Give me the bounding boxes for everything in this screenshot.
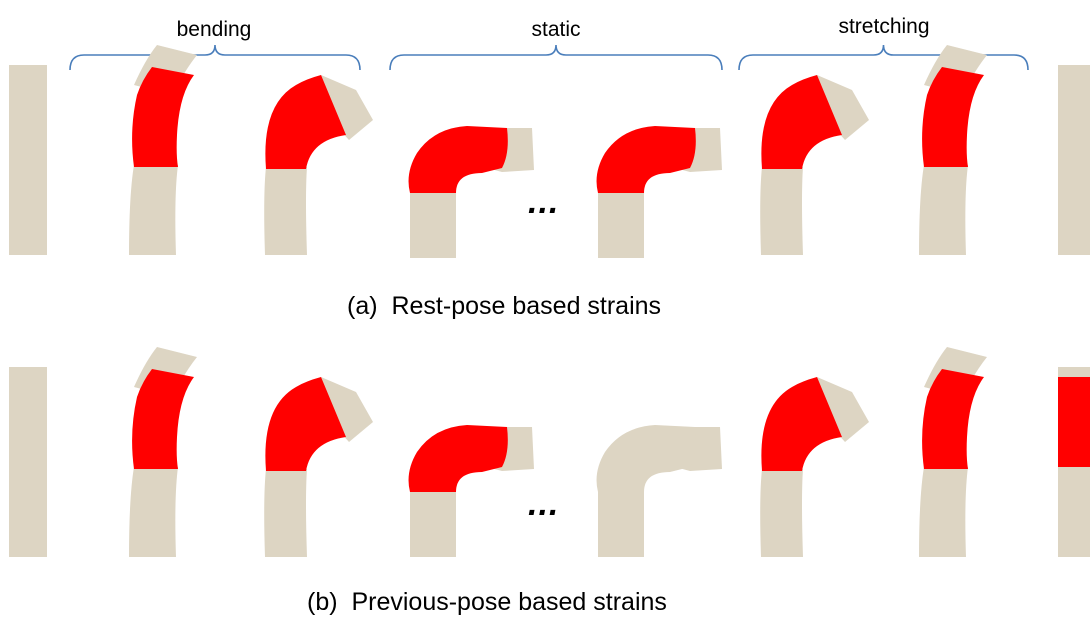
limb-lower-segment — [264, 469, 307, 557]
row-rest-pose — [9, 45, 1090, 258]
label-static: static — [531, 18, 581, 41]
previous-pose-frame-5 — [596, 425, 722, 557]
previous-pose-frame-1 — [9, 367, 47, 557]
joint-region — [596, 425, 696, 492]
limb-lower-segment — [410, 193, 456, 258]
strain-region — [408, 126, 508, 193]
strain-region — [761, 377, 842, 471]
previous-pose-frame-3 — [264, 377, 373, 557]
caption-a-tag: (a) — [347, 292, 378, 320]
caption-a-text: Rest-pose based strains — [391, 292, 662, 320]
strain-region — [132, 369, 194, 469]
rest-pose-frame-6 — [760, 75, 869, 255]
limb-lower-segment — [919, 467, 968, 557]
previous-pose-frame-2 — [129, 347, 197, 557]
caption-a: (a) Rest-pose based strains — [347, 292, 661, 321]
previous-pose-frame-4 — [408, 425, 534, 557]
label-stretching: stretching — [838, 15, 930, 38]
ellipsis-rest-pose: ... — [528, 183, 560, 221]
caption-b-text: Previous-pose based strains — [351, 588, 667, 616]
limb-lower-segment — [760, 469, 803, 557]
previous-pose-frame-7 — [919, 347, 987, 557]
joint-region — [1058, 75, 1090, 165]
rest-pose-frame-4 — [408, 126, 534, 258]
caption-b-tag: (b) — [307, 588, 338, 616]
brace-bending — [69, 44, 361, 71]
rest-pose-frame-1 — [9, 65, 47, 255]
caption-b: (b) Previous-pose based strains — [307, 588, 667, 617]
brace-stretching — [738, 44, 1029, 71]
brace-group — [69, 44, 1029, 71]
limb-lower-segment — [598, 193, 644, 258]
joint-region — [9, 75, 47, 165]
limb-lower-segment — [410, 492, 456, 557]
previous-pose-frame-8 — [1058, 367, 1090, 557]
limb-lower-segment — [129, 165, 178, 255]
strain-region — [922, 369, 984, 469]
strain-region — [922, 67, 984, 167]
row-previous-pose — [9, 347, 1090, 557]
previous-pose-frame-6 — [760, 377, 869, 557]
ellipsis-previous-pose: ... — [528, 485, 560, 523]
strain-region — [265, 75, 346, 169]
rest-pose-frame-7 — [919, 45, 987, 255]
rest-pose-frame-2 — [129, 45, 197, 255]
rest-pose-frame-8 — [1058, 65, 1090, 255]
strain-region — [761, 75, 842, 169]
label-bending: bending — [176, 18, 252, 41]
limb-lower-segment — [598, 492, 644, 557]
rest-pose-frame-5 — [596, 126, 722, 258]
limb-lower-segment — [129, 467, 178, 557]
limb-lower-segment — [264, 167, 307, 255]
limb-lower-segment — [760, 167, 803, 255]
joint-region — [9, 377, 47, 467]
brace-static — [389, 44, 723, 71]
rest-pose-frame-3 — [264, 75, 373, 255]
strain-region — [596, 126, 696, 193]
strain-region — [265, 377, 346, 471]
strain-region — [408, 425, 508, 492]
strain-region — [1058, 377, 1090, 467]
limb-lower-segment — [919, 165, 968, 255]
strain-region — [132, 67, 194, 167]
